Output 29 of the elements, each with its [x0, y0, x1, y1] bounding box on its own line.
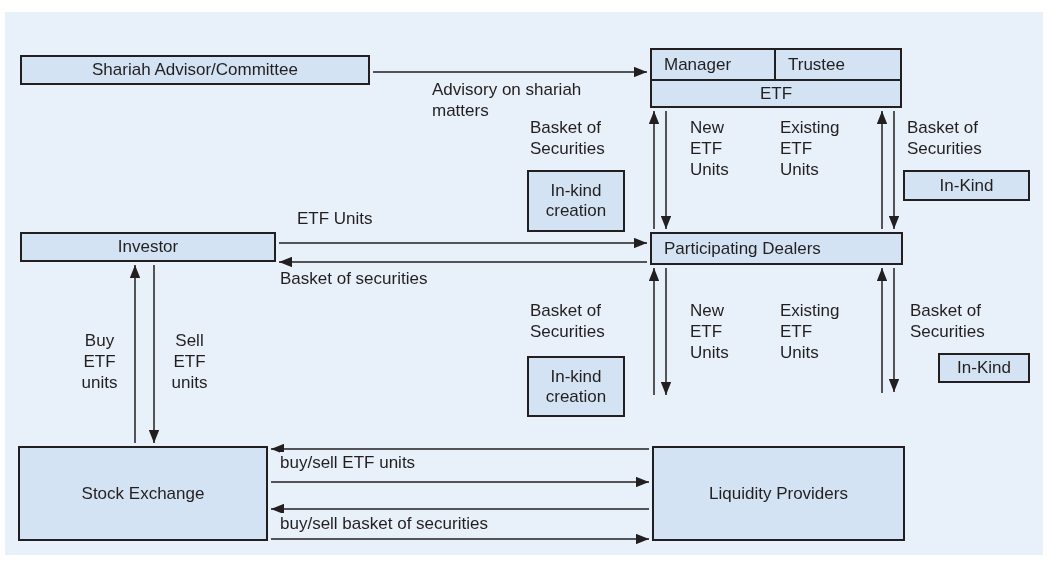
etf-box: ETF	[650, 79, 902, 108]
process-box: In-Kind	[938, 353, 1030, 383]
exchange-box: Stock Exchange	[18, 446, 268, 541]
arrow	[888, 267, 900, 393]
process-box: In-kind creation	[527, 356, 625, 417]
arrow	[888, 110, 900, 230]
arrow	[876, 110, 888, 230]
arrow	[876, 267, 888, 394]
arrow	[660, 110, 672, 230]
trustee-box: Trustee	[774, 48, 902, 81]
arrow	[270, 476, 650, 488]
arrow	[278, 237, 648, 249]
dealers-box: Participating Dealers	[650, 232, 903, 265]
manager-box: Manager	[650, 48, 776, 81]
arrow	[148, 264, 160, 444]
arrow	[270, 533, 650, 545]
arrow	[372, 66, 648, 78]
investor-box: Investor	[20, 232, 276, 262]
process-box: In-kind creation	[527, 170, 625, 232]
liquidity-providers-box: Liquidity Providers	[652, 446, 905, 541]
arrow	[270, 443, 650, 455]
arrow	[129, 264, 141, 444]
arrow	[648, 267, 660, 396]
arrow	[270, 503, 650, 515]
arrow	[648, 110, 660, 230]
arrow	[278, 256, 648, 268]
arrow	[660, 267, 672, 396]
process-box: In-Kind	[903, 170, 1030, 201]
shariah-committee-box: Shariah Advisor/Committee	[20, 55, 370, 85]
